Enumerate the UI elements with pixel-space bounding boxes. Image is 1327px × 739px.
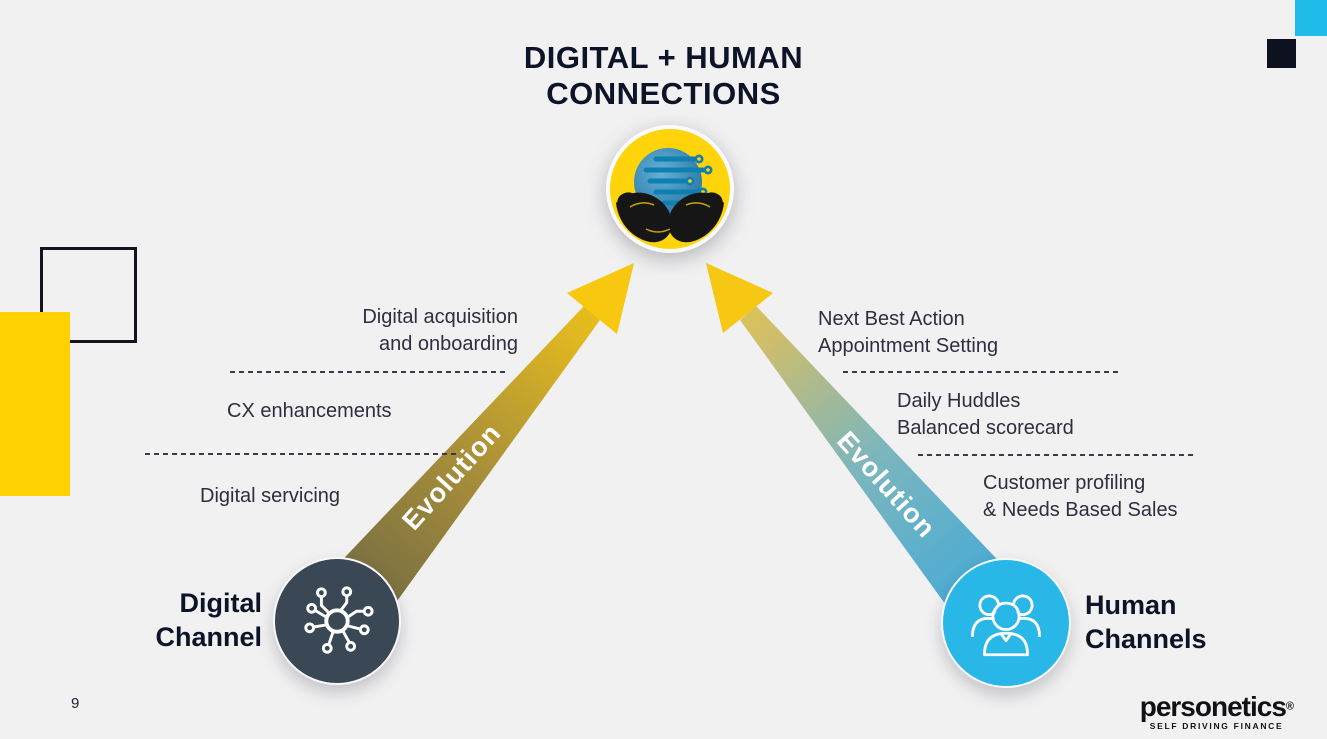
registered-mark: ® <box>1285 700 1294 713</box>
human-channels-label: Human Channels <box>1085 590 1207 654</box>
network-nodes-icon <box>304 586 374 654</box>
dashed-divider <box>230 371 508 373</box>
hands <box>616 192 724 243</box>
digital-channel-label: Digital Channel <box>155 588 262 652</box>
left-arrow-beam <box>308 306 600 644</box>
personetics-logo: personetics® SELF DRIVING FINANCE <box>1139 691 1294 732</box>
dashed-divider <box>843 371 1121 373</box>
digital-channel-circle <box>273 557 401 685</box>
dashed-divider <box>918 454 1197 456</box>
human-item-nba: Next Best Action Appointment Setting <box>818 308 999 357</box>
title-line-1: DIGITAL + HUMAN <box>523 40 804 75</box>
human-item-huddles: Daily Huddles Balanced scorecard <box>897 390 1074 439</box>
digital-item-servicing: Digital servicing <box>200 485 341 507</box>
left-arrow-head <box>567 263 634 334</box>
finger-lines <box>629 202 711 233</box>
human-channels-circle <box>941 558 1071 688</box>
decor-blue-square <box>1295 0 1327 36</box>
human-item-profiling: Customer profiling & Needs Based Sales <box>983 472 1178 521</box>
right-arrow-beam <box>740 306 1032 644</box>
dashed-divider <box>145 453 457 455</box>
right-arrow-head <box>706 263 773 333</box>
decor-navy-square <box>1267 39 1296 68</box>
circuit-traces <box>643 156 706 206</box>
decor-yellow-rect <box>0 312 70 496</box>
page-number: 9 <box>71 695 80 712</box>
digital-item-cx: CX enhancements <box>227 400 392 422</box>
logo-tagline: SELF DRIVING FINANCE <box>1149 721 1284 731</box>
logo-text: personetics <box>1139 691 1287 722</box>
page-title: DIGITAL + HUMAN CONNECTIONS <box>0 40 1327 112</box>
title-line-2: CONNECTIONS <box>546 76 781 111</box>
decor-outline-square <box>40 247 137 343</box>
hands-globe-icon <box>606 125 734 253</box>
people-group-icon <box>971 594 1041 657</box>
digital-item-acquisition: Digital acquisition and onboarding <box>362 306 518 355</box>
